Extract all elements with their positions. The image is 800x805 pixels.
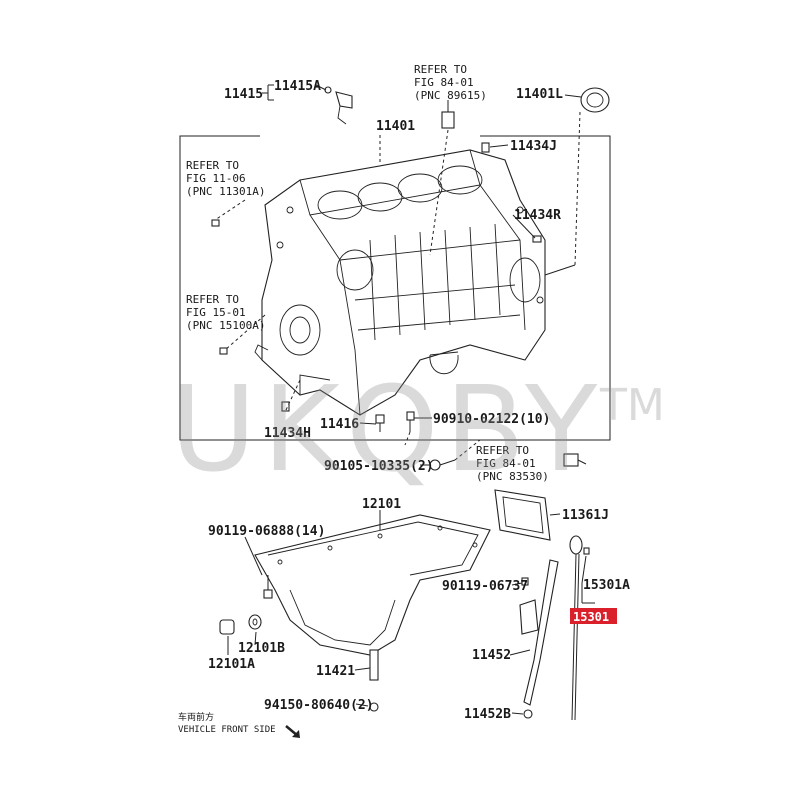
- label-90910-02122: 90910-02122(10): [433, 412, 550, 427]
- refer-left2-line3: (PNC 15100A): [186, 319, 265, 332]
- drain-cock-11415a-drawing: [324, 86, 353, 125]
- footer-en: VEHICLE FRONT SIDE: [178, 725, 276, 735]
- label-12101b: 12101B: [238, 641, 285, 656]
- label-90105-10335: 90105-10335(2): [324, 459, 434, 474]
- label-90119-06737: 90119-06737: [442, 579, 528, 594]
- sensor-89615-drawing: [441, 100, 455, 129]
- bolt-11416-drawing: [375, 414, 385, 432]
- label-94150-80640: 94150-80640(2): [264, 698, 374, 713]
- plug-11434h-drawing: [281, 401, 290, 412]
- block-frame: [179, 135, 611, 441]
- refer-left1: REFER TO FIG 11-06 (PNC 11301A): [186, 159, 265, 198]
- refer-right: REFER TO FIG 84-01 (PNC 83530): [476, 444, 549, 483]
- refer-top-line1: REFER TO: [414, 63, 467, 76]
- label-11415: 11415: [224, 87, 263, 102]
- label-11361j: 11361J: [562, 508, 609, 523]
- refer-left1-line2: FIG 11-06: [186, 172, 246, 185]
- dipstick-15301-drawing: [569, 535, 590, 721]
- label-15301: 15301: [573, 610, 609, 624]
- label-11434h: 11434H: [264, 426, 311, 441]
- oil-seal-11401l-drawing: [580, 87, 610, 113]
- gasket-12101b-drawing: [248, 614, 262, 630]
- label-11401: 11401: [376, 119, 415, 134]
- refer-right-line3: (PNC 83530): [476, 470, 549, 483]
- pin-15100a-drawing: [219, 347, 228, 355]
- label-11421: 11421: [316, 664, 355, 679]
- leader-lines: [214, 84, 595, 715]
- bolt-90119-06737-drawing: [521, 577, 529, 586]
- label-90119-06888: 90119-06888(14): [208, 524, 325, 539]
- bolt-90119-06888-drawing: [263, 575, 273, 599]
- highlight-15301-box: [570, 608, 617, 624]
- refer-top: REFER TO FIG 84-01 (PNC 89615): [414, 63, 487, 102]
- label-11415a: 11415A: [274, 79, 321, 94]
- label-11434r: 11434R: [514, 208, 561, 223]
- stud-11421-drawing: [369, 649, 379, 712]
- refer-top-line3: (PNC 89615): [414, 89, 487, 102]
- refer-top-line2: FIG 84-01: [414, 76, 474, 89]
- refer-right-line1: REFER TO: [476, 444, 529, 457]
- refer-right-line2: FIG 84-01: [476, 457, 536, 470]
- dipstick-guide-11452-drawing: [519, 559, 559, 719]
- label-11401l: 11401L: [516, 87, 563, 102]
- baffle-plate-11361j-drawing: [494, 489, 551, 541]
- label-11416: 11416: [320, 417, 359, 432]
- label-12101a: 12101A: [208, 657, 255, 672]
- label-11434j: 11434J: [510, 139, 557, 154]
- refer-left1-line1: REFER TO: [186, 159, 239, 172]
- refer-left2-line1: REFER TO: [186, 293, 239, 306]
- label-12101: 12101: [362, 497, 401, 512]
- cylinder-block-drawing: [254, 149, 546, 416]
- pin-11301a-drawing: [211, 219, 220, 227]
- bolt-90910-drawing: [406, 411, 415, 432]
- watermark-tm: TM: [599, 380, 665, 431]
- drain-plug-12101a-drawing: [219, 619, 235, 635]
- plug-11434j-drawing: [481, 142, 490, 153]
- refer-left2: REFER TO FIG 15-01 (PNC 15100A): [186, 293, 265, 332]
- label-11452b: 11452B: [464, 707, 511, 722]
- oil-pan-12101-drawing: [254, 514, 491, 656]
- label-15301a: 15301A: [583, 578, 630, 593]
- footer-cn: 车両前方: [178, 711, 214, 723]
- front-arrow-icon: [285, 725, 300, 738]
- refer-left1-line3: (PNC 11301A): [186, 185, 265, 198]
- plug-11434r-drawing: [532, 235, 542, 243]
- sensor-83530-drawing: [563, 453, 587, 467]
- label-11452: 11452: [472, 648, 511, 663]
- refer-left2-line2: FIG 15-01: [186, 306, 246, 319]
- watermark-text: UKQBY: [170, 360, 603, 498]
